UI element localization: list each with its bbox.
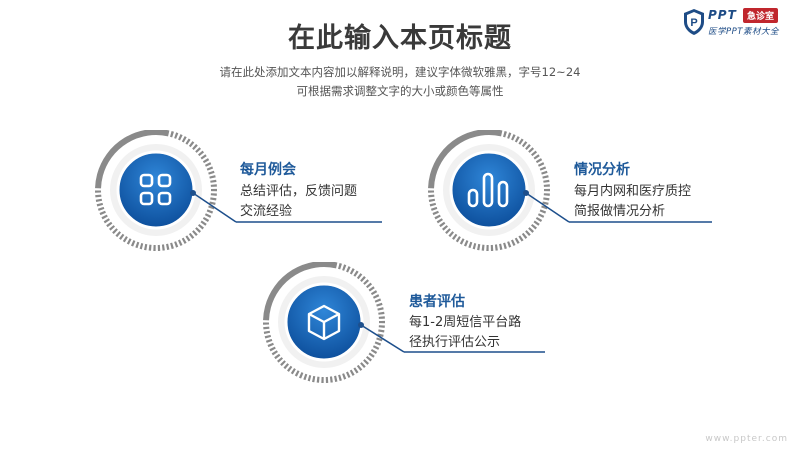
page-subtitle: 请在此处添加文本内容加以解释说明，建议字体微软雅黑，字号12~24 可根据需求调… — [0, 63, 800, 101]
tick-ring — [95, 130, 217, 251]
shield-icon: P — [684, 9, 704, 35]
feature-card-3: 患者评估 每1-2周短信平台路 径执行评估公示 — [260, 262, 560, 392]
cube-icon — [307, 304, 341, 341]
logo-brand: PPT — [708, 8, 737, 22]
watermark: www.ppter.com — [705, 434, 788, 444]
connector-dot — [190, 190, 196, 196]
feature-desc-line-2: 交流经验 — [240, 204, 293, 219]
feature-title: 每月例会 — [240, 162, 296, 178]
feature-desc-line-1: 每月内网和医疗质控 — [574, 184, 692, 199]
subtitle-line-1: 请在此处添加文本内容加以解释说明，建议字体微软雅黑，字号12~24 — [219, 65, 581, 79]
feature-desc-line-1: 总结评估，反馈问题 — [240, 184, 358, 199]
feature-desc-line-2: 径执行评估公示 — [409, 335, 501, 350]
icon-circle — [449, 150, 529, 230]
connector-dot — [523, 190, 529, 196]
feature-title: 情况分析 — [574, 162, 630, 178]
subtitle-line-2: 可根据需求调整文字的大小或颜色等属性 — [296, 84, 504, 98]
connector-line — [525, 192, 570, 223]
connector-line — [360, 324, 405, 353]
logo-tag: 急诊室 — [743, 8, 779, 23]
bar-chart-icon — [467, 172, 509, 208]
brand-logo: P PPT 急诊室 医学PPT素材大全 — [682, 6, 794, 40]
connector-dot — [358, 322, 364, 328]
feature-title: 患者评估 — [409, 294, 465, 310]
page-title: 在此输入本页标题 — [288, 23, 512, 54]
feature-desc-line-2: 简报做情况分析 — [574, 204, 666, 219]
feature-card-2: 情况分析 每月内网和医疗质控 简报做情况分析 — [425, 130, 725, 260]
feature-card-1: 每月例会 总结评估，反馈问题 交流经验 — [92, 130, 392, 260]
grid-icon — [139, 173, 172, 206]
svg-text:P: P — [690, 17, 697, 29]
feature-desc-line-1: 每1-2周短信平台路 — [409, 315, 522, 330]
logo-subtitle: 医学PPT素材大全 — [708, 27, 779, 37]
icon-circle — [116, 150, 196, 230]
connector-line — [192, 192, 237, 223]
tick-ring — [428, 130, 550, 251]
